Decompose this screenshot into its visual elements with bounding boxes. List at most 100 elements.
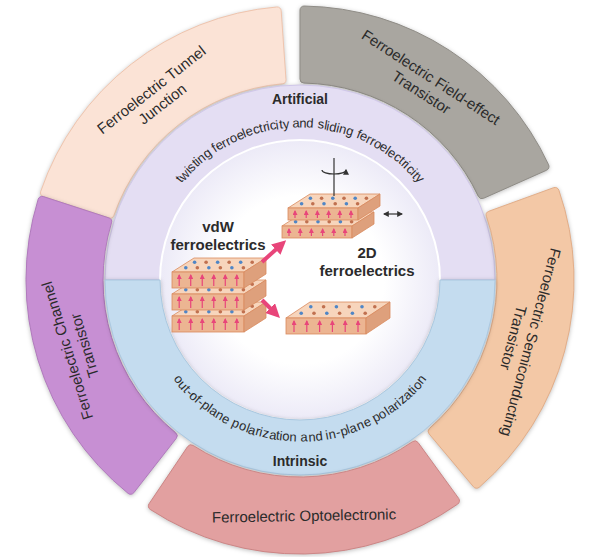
arc-character [297,430,301,443]
arc-character [288,117,292,130]
atom-dot [353,196,357,200]
arc-character: a [301,430,309,443]
atom-dot [216,260,220,264]
transform-arrow [262,244,282,262]
transform-arrow [262,300,276,314]
atom-dot [294,220,298,224]
atom-dot [311,202,315,206]
material-layer [286,302,390,334]
atom-dot [193,260,197,264]
arc-character: n [299,116,307,129]
atom-dot [316,220,320,224]
layer-side [358,194,380,220]
rotation-axis [333,158,334,196]
polarization-arrow [306,321,307,332]
layer-side [366,302,390,334]
layer-front [172,294,244,310]
center-label: vdW ferroelectrics [163,218,273,254]
atom-dot [204,260,208,264]
layer-front [288,208,358,220]
polarization-arrow [294,211,295,218]
atom-dot [325,311,329,315]
polarization-arrow [213,297,214,308]
atom-dot [322,202,326,206]
polarization-arrow [293,321,294,332]
polarization-arrow [190,319,191,330]
polarization-arrow [225,319,226,330]
atom-dot [239,260,243,264]
arc-character: d [314,429,323,443]
atom-dot [184,310,188,314]
atom-dot [219,310,223,314]
atom-dot [331,196,335,200]
atom-dot [299,311,303,315]
arc-character: a [292,116,300,129]
atom-dot [320,196,324,200]
polarization-arrow [345,321,346,332]
atom-dot [312,311,316,315]
atom-dot [309,196,313,200]
polarization-arrow [190,275,191,286]
atom-dot [333,202,337,206]
atom-dot [345,202,349,206]
polarization-arrow [179,275,180,286]
atom-dot [230,288,234,292]
polarization-arrow [225,297,226,308]
arc-character: d [306,117,314,130]
center-label: 2D ferroelectrics [315,244,420,280]
artificial-ring: Artificialtwisting ferroelectricity and … [101,81,499,284]
atom-dot [227,260,231,264]
ring-arc-label: twisting ferroelectricity and sliding fe… [101,81,499,284]
polarization-arrow [236,319,237,330]
node-shape-group [160,140,440,420]
atom-dot [322,305,326,309]
ring-arc-label: out-of-plane polarization and in-plane p… [101,276,499,479]
atom-dot [351,311,355,315]
atom-dot [338,311,342,315]
polarization-arrow [236,275,237,286]
atom-dot [347,305,351,309]
ring-heading: Artificial [240,91,360,108]
atom-dot [339,220,343,224]
atom-dot [309,305,313,309]
atom-dot [184,266,188,270]
polarization-arrow [350,211,351,218]
rotation-arrow [322,170,346,174]
polarization-arrow [202,297,203,308]
atom-dot [250,260,254,264]
atom-dot [219,266,223,270]
polarization-arrow [300,229,301,236]
atom-dot [207,310,211,314]
layer-front [282,226,352,238]
sliding-arrow [384,213,402,214]
atom-dot [342,196,346,200]
intrinsic-ring: out-of-plane polarization and in-plane p… [101,276,499,479]
node-shape-group [148,441,459,554]
arc-character: o [282,430,290,444]
atom-dot [335,305,339,309]
atom-dot [327,220,331,224]
polarization-arrow [311,229,312,236]
polarization-arrow [332,321,333,332]
node-shape-group [105,280,495,475]
atom-dot [230,310,234,314]
atom-dot [373,305,377,309]
ring-heading: Intrinsic [240,453,360,470]
polarization-arrow [225,275,226,286]
sector-shape [105,280,495,475]
node-shape [101,276,499,479]
polarization-arrow [306,211,307,218]
sector-shape [148,441,459,554]
arc-character: y [282,117,290,131]
polarization-arrow [322,229,323,236]
atom-dot [300,202,304,206]
polarization-arrow [344,229,345,236]
atom-dot [196,288,200,292]
atom-dot [242,266,246,270]
polarization-arrow [339,211,340,218]
polarization-arrow [213,319,214,330]
atom-dot [365,196,369,200]
polarization-arrow [236,297,237,308]
polarization-arrow [288,229,289,236]
